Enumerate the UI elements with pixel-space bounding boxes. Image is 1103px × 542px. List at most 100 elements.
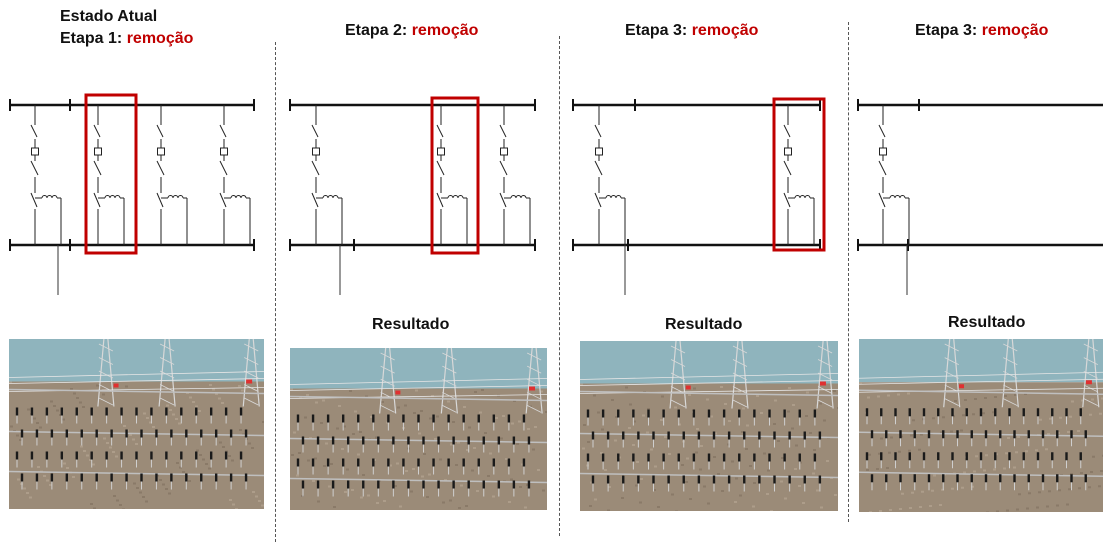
gravel-speck	[689, 498, 692, 500]
gravel-speck	[383, 500, 386, 502]
diagonal-switch	[594, 160, 603, 176]
insulator	[341, 414, 345, 423]
gravel-speck	[703, 485, 706, 488]
gravel-speck	[766, 493, 769, 495]
gravel-speck	[1080, 472, 1083, 474]
gravel-speck	[642, 414, 645, 417]
insulator	[326, 458, 330, 467]
insulator	[527, 480, 531, 489]
gravel-speck	[232, 503, 235, 506]
lattice-brace	[1003, 357, 1018, 366]
gravel-speck	[258, 500, 261, 502]
gravel-speck	[1098, 485, 1101, 488]
gravel-speck	[27, 408, 30, 411]
gravel-speck	[389, 464, 392, 467]
insulator	[296, 414, 300, 423]
insulator	[462, 458, 465, 467]
gravel-speck	[376, 502, 379, 504]
insulator	[331, 480, 335, 489]
insulator	[170, 429, 173, 438]
gravel-speck	[1067, 431, 1070, 433]
panel-4-title: Etapa 3: remoção	[915, 20, 1048, 42]
insulator	[15, 407, 19, 416]
gravel-speck	[115, 455, 118, 458]
disconnect-switch	[594, 124, 602, 138]
gravel-speck	[106, 442, 109, 444]
insulator	[813, 409, 817, 418]
insulator	[783, 453, 786, 462]
gravel-speck	[447, 400, 450, 403]
insulator	[606, 475, 610, 484]
insulator	[140, 429, 143, 438]
gravel-speck	[436, 415, 439, 418]
disconnect-switch	[30, 124, 38, 138]
insulator	[617, 409, 620, 418]
insulator	[956, 474, 959, 483]
insulator	[105, 407, 108, 416]
circuit-breaker	[157, 147, 165, 156]
gravel-ground	[290, 388, 547, 510]
gravel-speck	[219, 441, 222, 444]
gravel-speck	[731, 460, 734, 463]
insulator	[301, 480, 305, 489]
insulator	[712, 475, 716, 484]
insulator	[35, 473, 39, 482]
insulator	[90, 407, 93, 416]
gravel-speck	[458, 507, 461, 509]
insulator	[331, 436, 335, 445]
panel-1-title-line2: Etapa 1: remoção	[60, 28, 193, 50]
insulator	[346, 480, 350, 489]
marker	[113, 383, 119, 388]
insulator	[1065, 452, 1068, 461]
gravel-speck	[222, 446, 225, 448]
gravel-speck	[1039, 418, 1042, 421]
gravel-speck	[794, 468, 797, 470]
gravel-speck	[632, 444, 635, 446]
insulator	[1084, 474, 1087, 483]
diagonal-switch	[783, 160, 792, 176]
lattice-tower	[953, 339, 961, 408]
gravel-speck	[699, 468, 702, 471]
lattice-tower	[389, 348, 397, 414]
gravel-speck	[671, 493, 674, 496]
lattice-brace	[159, 343, 175, 352]
insulator	[937, 408, 940, 417]
gravel-speck	[660, 419, 663, 421]
insulator	[120, 451, 123, 460]
gravel-speck	[777, 440, 780, 442]
gravel-speck	[745, 448, 748, 450]
insulator	[185, 473, 188, 482]
lattice-brace	[817, 399, 833, 408]
lattice-brace	[159, 370, 175, 379]
gravel-speck	[37, 466, 40, 468]
disconnect-switch	[93, 192, 101, 208]
gravel-speck	[629, 403, 632, 406]
gravel-speck	[320, 422, 323, 424]
lattice-brace	[670, 386, 686, 394]
diagonal-switch	[878, 160, 887, 176]
insulator	[20, 473, 24, 482]
disconnect-switch	[594, 192, 602, 208]
panel-1-title-highlight: remoção	[126, 30, 194, 47]
insulator	[437, 480, 440, 489]
insulator	[637, 475, 640, 484]
insulator	[60, 407, 64, 416]
gravel-speck	[608, 486, 611, 488]
gravel-speck	[890, 436, 893, 439]
panel-2-result-label: Resultado	[372, 316, 450, 333]
gravel-speck	[444, 479, 447, 481]
gravel-speck	[582, 447, 585, 450]
lattice-brace	[98, 384, 114, 392]
gravel-speck	[290, 388, 293, 391]
marker	[1085, 380, 1092, 385]
gravel-speck	[812, 472, 815, 475]
gravel-speck	[695, 451, 698, 454]
insulator	[1051, 408, 1054, 417]
bay	[436, 105, 468, 245]
gravel-speck	[396, 462, 399, 465]
insulator	[773, 431, 776, 440]
insulator	[75, 451, 78, 460]
insulator	[214, 473, 218, 482]
gravel-speck	[1056, 504, 1059, 507]
insulator	[522, 458, 526, 467]
